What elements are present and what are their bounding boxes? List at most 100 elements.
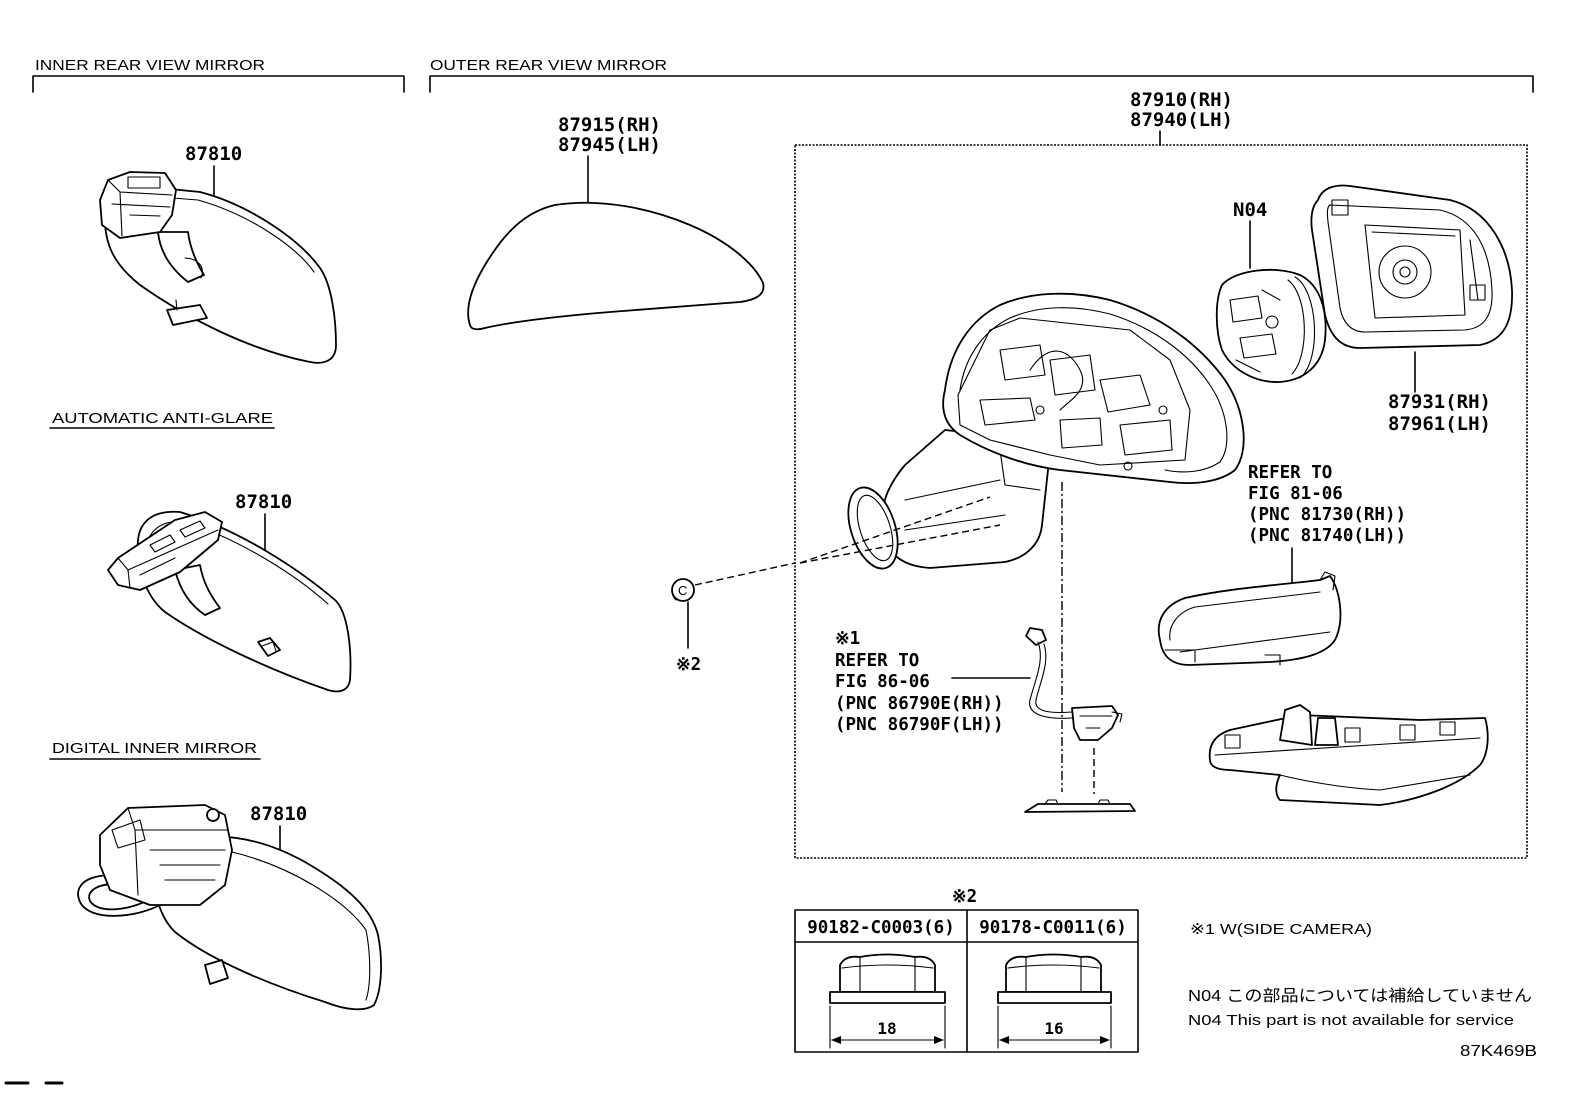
part-number-rh: 87931(RH) (1388, 391, 1491, 413)
nut-flange (997, 991, 1112, 1004)
camera-reference-mark: ※1 (835, 629, 860, 649)
mirror-tab (204, 959, 229, 985)
part-number-label: 87810 (185, 143, 242, 165)
variant-title: DIGITAL INNER MIRROR (52, 740, 257, 757)
nut-size-label: 18 (877, 1019, 896, 1038)
housing-wire (1029, 350, 1084, 411)
outer-section-title: OUTER REAR VIEW MIRROR (430, 57, 667, 74)
part-number-lh: 87940(LH) (1130, 109, 1233, 131)
flange-nut (1005, 953, 1102, 993)
mirror-base-plate (847, 486, 899, 570)
flange-nut (839, 953, 936, 993)
part-number-rh: 87915(RH) (558, 114, 661, 136)
sensor-window (257, 637, 281, 657)
base-plate-detail (1044, 799, 1111, 805)
fastener-part-number: 90182-C0003(6) (807, 918, 955, 938)
actuator-code-label: N04 (1233, 199, 1267, 221)
nut-face-lines (1007, 957, 1100, 993)
outer-section-bracket (429, 75, 1534, 93)
housing-internal-parts (979, 344, 1173, 456)
reference-line: REFER TO (1248, 463, 1332, 483)
reference-line: FIG 81-06 (1248, 484, 1343, 504)
mirror-lower-cover (1208, 714, 1489, 806)
tab-line (175, 299, 178, 311)
inner-section-title: INNER REAR VIEW MIRROR (35, 57, 265, 74)
camera-connector (1025, 627, 1047, 646)
mirror-clip: C ※2 (671, 562, 796, 675)
holder-tabs (1331, 199, 1486, 301)
reference-line: REFER TO (835, 651, 919, 671)
screw (1158, 405, 1168, 415)
nut-face-lines (841, 957, 934, 993)
inner-mirror-standard: 87810 (99, 143, 337, 364)
part-number-lh: 87961(LH) (1388, 413, 1491, 435)
mirror-stay-arm (174, 564, 221, 616)
clip-letter: C (678, 583, 687, 598)
footnote-side-camera: ※1 W(SIDE CAMERA) (1190, 921, 1372, 938)
actuator-pivot (1265, 315, 1279, 329)
outer-mirror-cover: 87915(RH) 87945(LH) (467, 114, 765, 331)
actuator-internal-parts (1229, 289, 1281, 373)
mount-block-detail (107, 176, 173, 237)
holder-frame (1364, 224, 1479, 319)
mirror-wire (184, 257, 203, 279)
holder-motor-hub (1392, 259, 1418, 285)
outer-mirror-assembly: 87910(RH) 87940(LH) N04 87931(RH) 87961(… (794, 89, 1528, 859)
part-number-label: 87810 (250, 803, 307, 825)
inner-section-bracket (32, 75, 405, 93)
footnote-n04-japanese: N04 この部品については補給していません (1188, 987, 1532, 1005)
screw (1123, 461, 1133, 471)
turn-signal-lamp (1157, 575, 1342, 666)
clip-attachment-line (799, 496, 1001, 564)
mount-block-detail (111, 807, 229, 896)
side-camera (1071, 705, 1119, 741)
lower-cover-detail (1214, 721, 1481, 791)
table-reference-mark: ※2 (952, 887, 977, 907)
clip-attachment-line (694, 562, 796, 586)
side-camera-detail (1079, 711, 1123, 729)
clip-reference-mark: ※2 (676, 655, 701, 675)
variant-title: AUTOMATIC ANTI-GLARE (52, 410, 273, 427)
assembly-boundary-box (794, 144, 1528, 859)
reference-line: (PNC 81740(LH)) (1248, 526, 1406, 546)
reference-line: FIG 86-06 (835, 672, 930, 692)
display-edge-line (231, 851, 371, 1001)
reference-line: (PNC 81730(RH)) (1248, 505, 1406, 525)
footnote-n04-english: N04 This part is not available for servi… (1188, 1012, 1514, 1029)
part-number-lh: 87945(LH) (558, 134, 661, 156)
actuator-face-ring (1287, 276, 1316, 379)
fastener-table: ※2 90182-C0003(6) 90178-C0011(6) 18 16 (794, 887, 1139, 1053)
nut-size-label: 16 (1044, 1019, 1063, 1038)
base-plate-inner (856, 494, 894, 562)
screw (1035, 405, 1045, 415)
cover-outline (467, 201, 765, 331)
dimension-extension-lines (997, 1005, 1112, 1049)
turn-signal-detail (1164, 571, 1336, 666)
part-number-label: 87810 (235, 491, 292, 513)
lower-cover-bracket (1279, 704, 1339, 746)
sensor-window-detail (261, 641, 277, 652)
inner-mirror-digital: DIGITAL INNER MIRROR 87810 (49, 740, 382, 1011)
base-arm-detail (904, 449, 1041, 531)
nut-flange (829, 991, 946, 1004)
reference-line: (PNC 86790E(RH)) (835, 694, 1004, 714)
housing-frame (957, 317, 1191, 466)
camera-wire (1029, 641, 1073, 719)
holder-motor-center (1399, 266, 1411, 278)
mirror-mount-block (107, 511, 223, 591)
holder-motor-ring (1378, 245, 1432, 299)
camera-base-plate (1024, 803, 1136, 813)
mirror-stay-arm (157, 231, 205, 283)
figure-code: 87K469B (1460, 1043, 1537, 1060)
mirror-glass-holder (1326, 204, 1493, 333)
mirror-glass (1310, 184, 1513, 349)
inner-mirror-auto-anti-glare: AUTOMATIC ANTI-GLARE 87810 (49, 410, 352, 693)
reference-line: (PNC 86790F(LH)) (835, 715, 1004, 735)
mount-block-detail (117, 520, 219, 589)
part-number-rh: 87910(RH) (1130, 89, 1233, 111)
mirror-housing (942, 292, 1245, 484)
housing-inner-rim (959, 307, 1228, 473)
fastener-part-number: 90178-C0011(6) (979, 918, 1127, 938)
dimension-extension-lines (829, 1005, 946, 1049)
